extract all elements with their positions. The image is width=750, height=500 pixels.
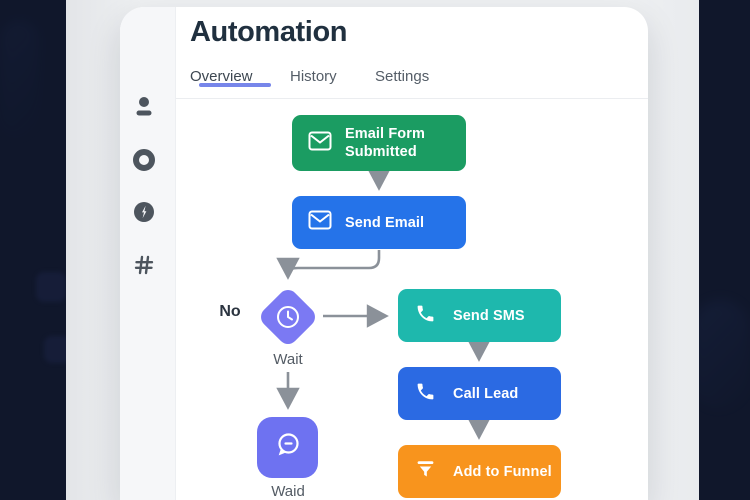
flow-node-add-to-funnel[interactable]: Add to Funnel: [398, 445, 561, 498]
flow-node-send-email[interactable]: Send Email: [292, 196, 466, 249]
background-deco-glow: [0, 20, 40, 140]
envelope-icon: [308, 131, 332, 156]
phone-icon: [415, 303, 436, 329]
tab-bar: Overview History Settings: [176, 60, 648, 99]
ring-icon[interactable]: [132, 148, 156, 172]
flow-node-call-lead[interactable]: Call Lead: [398, 367, 561, 420]
tab-overview[interactable]: Overview: [190, 68, 271, 87]
sidebar: [120, 7, 176, 500]
chat-icon: [272, 429, 304, 466]
user-icon[interactable]: [132, 95, 156, 119]
app-card: [120, 7, 648, 500]
bolt-circle-icon[interactable]: [132, 200, 156, 224]
flow-node-send-sms[interactable]: Send SMS: [398, 289, 561, 342]
funnel-icon: [415, 459, 436, 485]
envelope-icon: [308, 210, 332, 235]
tab-history[interactable]: History: [290, 68, 337, 85]
flow-node-caption-waid: Waid: [271, 483, 305, 500]
hash-icon[interactable]: [132, 253, 156, 277]
flow-node-label: Email Form Submitted: [345, 126, 425, 160]
flow-node-label: Send SMS: [453, 307, 525, 324]
flow-node-label: Send Email: [345, 214, 425, 231]
flow-node-wait-message[interactable]: [257, 417, 318, 478]
flow-node-email-form-submitted[interactable]: Email Form Submitted: [292, 115, 466, 171]
tab-settings[interactable]: Settings: [375, 68, 430, 85]
background-deco-shape: [36, 272, 66, 302]
flow-node-caption-wait: Wait: [273, 351, 303, 368]
branch-label-no: No: [219, 303, 241, 320]
flow-node-label: Add to Funnel: [453, 463, 552, 480]
background-deco-glow: [692, 300, 750, 410]
flow-node-label: Call Lead: [453, 385, 519, 402]
phone-icon: [415, 381, 436, 407]
active-tab-underline: [199, 83, 271, 87]
page-title: Automation: [190, 16, 348, 48]
